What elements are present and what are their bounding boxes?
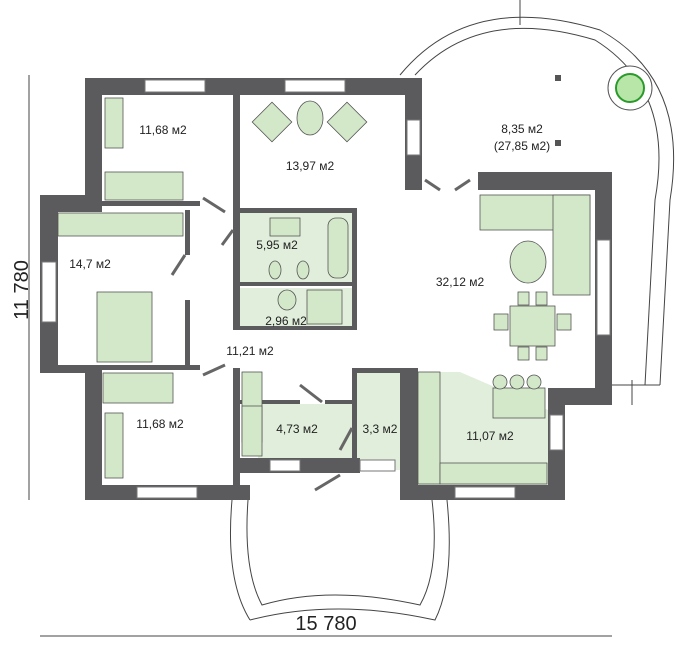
chair — [556, 313, 572, 331]
chair — [493, 313, 509, 331]
armchair — [251, 101, 293, 143]
room-area-wc: 2,96 м2 — [265, 314, 307, 328]
wardrobe — [104, 97, 124, 149]
wardrobe — [104, 412, 124, 479]
interior-walls — [58, 95, 418, 485]
dining-table — [509, 305, 556, 347]
doors — [170, 178, 471, 492]
wardrobe — [57, 212, 184, 237]
bar-stool — [492, 374, 508, 390]
room-area-vestibule: 4,73 м2 — [276, 422, 318, 436]
bed — [96, 291, 153, 363]
sofa — [552, 194, 591, 296]
sink — [277, 289, 297, 311]
porch-outline — [230, 499, 450, 621]
room-area-living: 32,12 м2 — [436, 275, 485, 289]
kitchen-counter — [417, 371, 441, 485]
room-area-boiler: 3,3 м2 — [363, 422, 398, 436]
room-area-bathroom: 5,95 м2 — [256, 238, 298, 252]
height-dimension: 11 780 — [11, 260, 33, 320]
chair — [535, 291, 548, 306]
terrace-post — [555, 140, 561, 146]
room-area-bedroom-bottom: 11,68 м2 — [136, 417, 184, 431]
boiler-floor — [357, 373, 400, 470]
windows — [41, 79, 611, 499]
room-area-master-bedroom: 14,7 м2 — [69, 257, 111, 271]
round-table — [509, 240, 547, 284]
room-area-terrace-total: (27,85 м2) — [494, 139, 550, 153]
bidet-icon — [296, 260, 310, 280]
shower-icon — [306, 289, 343, 325]
chair — [535, 346, 548, 361]
bar-stool — [509, 374, 525, 390]
chair — [517, 346, 530, 361]
toilet-icon — [268, 260, 282, 280]
terrace-post — [555, 75, 561, 81]
desk — [104, 171, 184, 201]
kitchen-counter — [439, 462, 548, 485]
desk — [102, 372, 174, 404]
width-dimension: 15 780 — [295, 613, 356, 635]
kitchen-island — [492, 387, 546, 419]
bathtub-icon — [327, 217, 349, 279]
room-area-lounge: 13,97 м2 — [286, 159, 335, 173]
chair — [517, 291, 530, 306]
room-area-terrace: 8,35 м2 — [501, 122, 543, 136]
terrace-outline — [399, 0, 675, 405]
wardrobe — [241, 405, 263, 457]
coffee-table — [296, 100, 324, 136]
room-labels: 11,68 м2 13,97 м2 8,35 м2 (27,85 м2) 14,… — [69, 122, 550, 443]
sink — [269, 217, 301, 237]
furniture — [57, 97, 591, 485]
room-area-kitchen: 11,07 м2 — [466, 429, 514, 443]
room-area-bedroom-top: 11,68 м2 — [139, 123, 187, 137]
plant-icon — [615, 73, 645, 103]
armchair — [326, 101, 368, 143]
room-area-hall: 11,21 м2 — [226, 344, 274, 358]
bar-stool — [526, 374, 542, 390]
dimension-lines: 11 780 15 780 — [11, 75, 612, 637]
